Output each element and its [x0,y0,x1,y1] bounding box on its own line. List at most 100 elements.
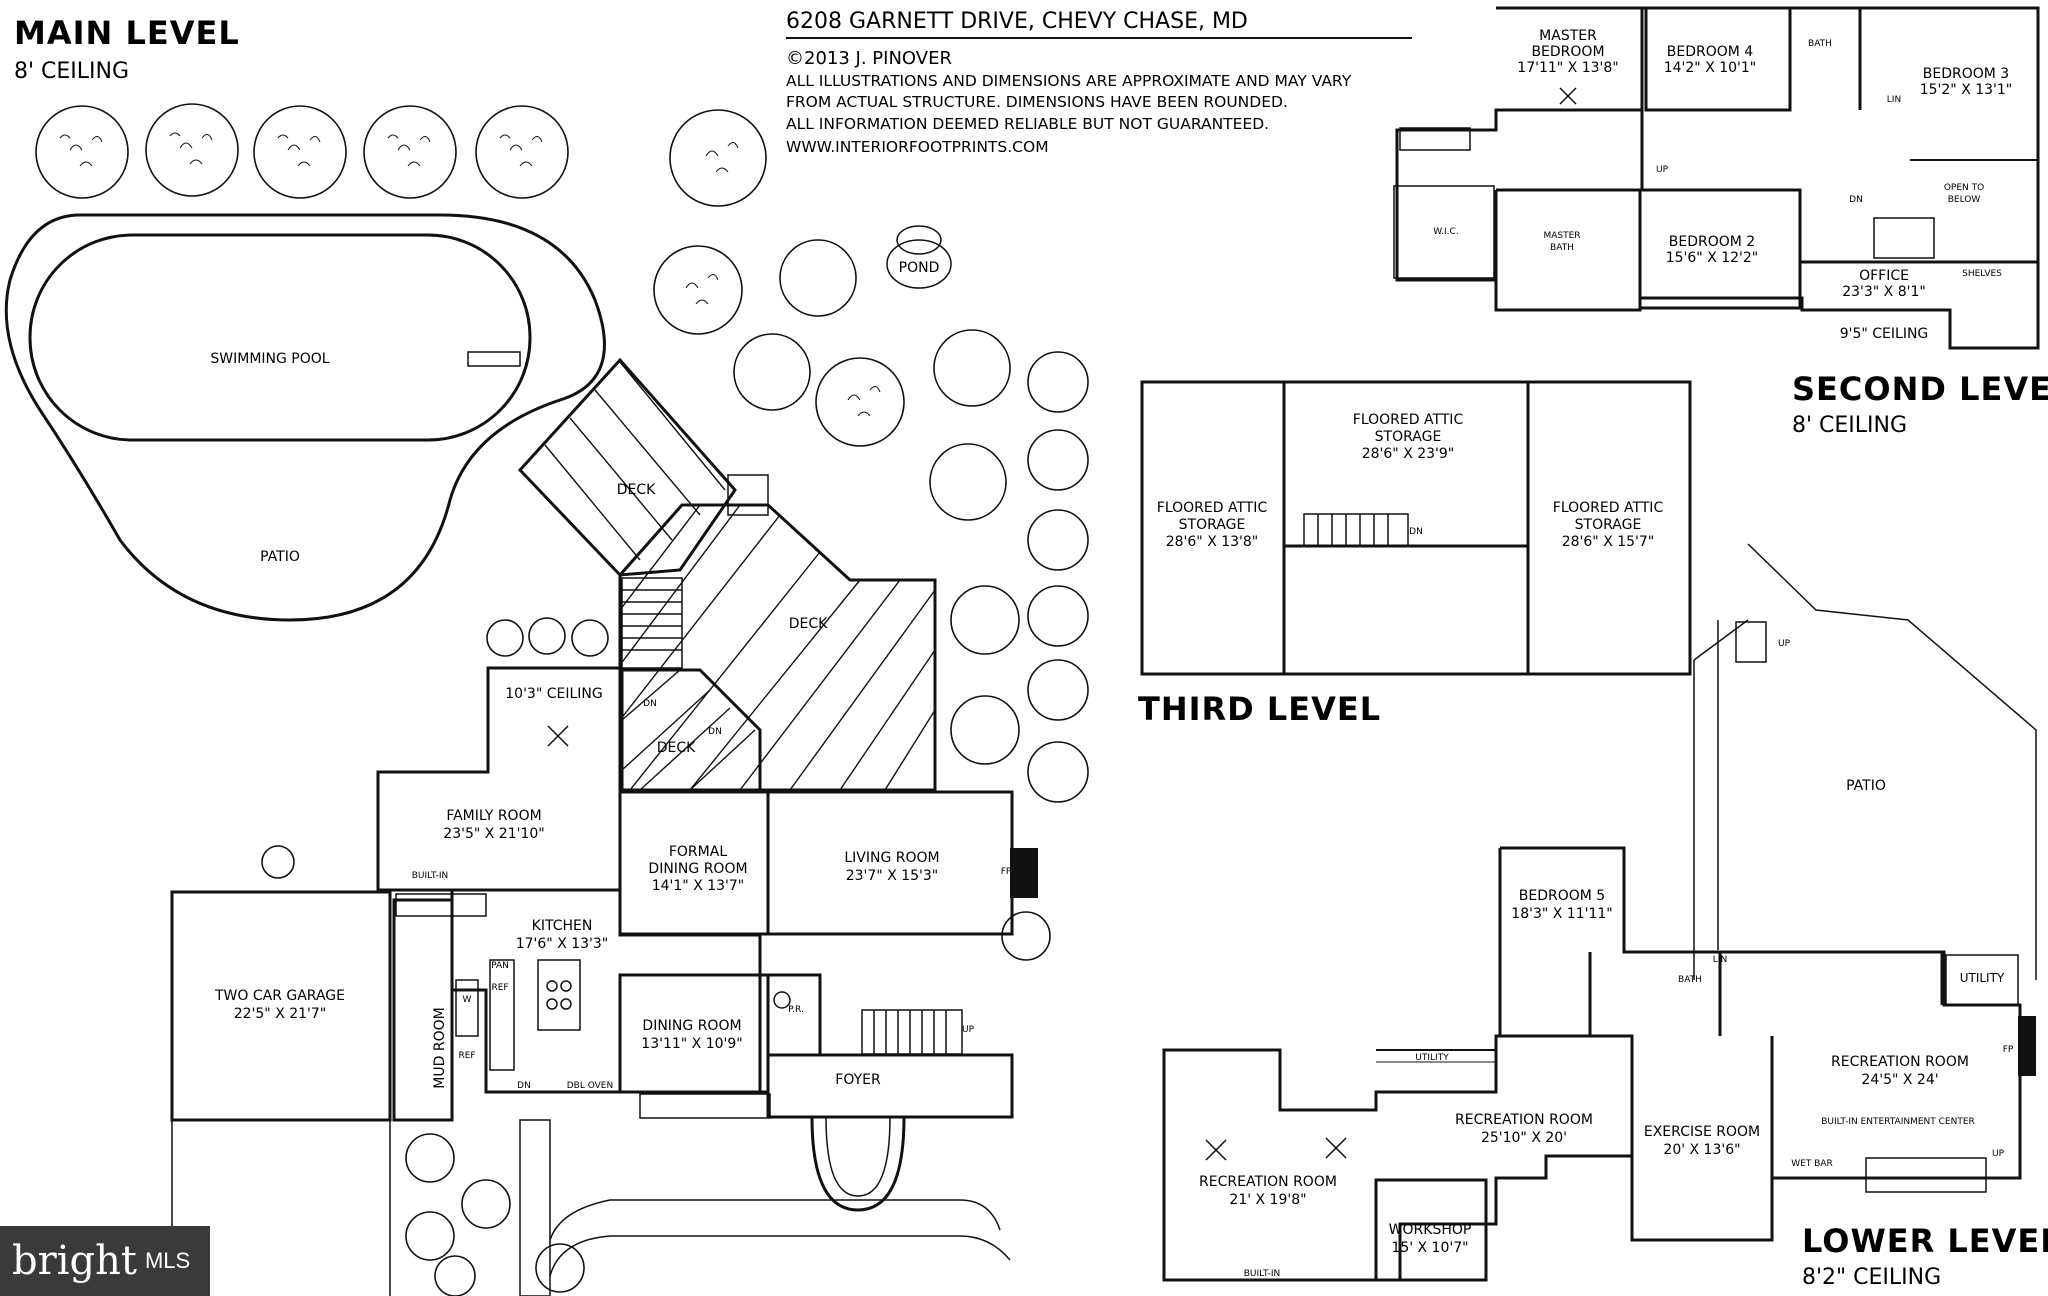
attic-center-name2: STORAGE [1375,429,1442,445]
wet-bar-label: WET BAR [1791,1159,1833,1169]
patio-outline [4,213,606,622]
master-bedroom-dims: 17'11" X 13'8" [1517,60,1618,76]
lower-built-in: BUILT-IN [1244,1269,1281,1279]
family-room-name: FAMILY ROOM [446,808,541,824]
attic-center-name1: FLOORED ATTIC [1353,412,1464,428]
lower-entertainment: BUILT-IN ENTERTAINMENT CENTER [1821,1117,1975,1127]
attic-right-name1: FLOORED ATTIC [1553,500,1664,516]
second-level: MASTER BEDROOM 17'11" X 13'8" BEDROOM 4 … [1393,6,2040,350]
washer-label: W [463,995,472,1005]
pond-label: POND [899,260,940,276]
front-walk [519,1093,1011,1296]
master-bedroom-name1: MASTER [1539,28,1597,44]
main-stair: UP [861,1009,975,1055]
workshop-dims: 15' X 10'7" [1391,1240,1468,1256]
living-room-name: LIVING ROOM [844,850,939,866]
upper-deck: DECK [517,357,769,577]
dining-room-name: DINING ROOM [642,1018,741,1034]
main-level-title: MAIN LEVEL [14,14,240,52]
formal-dining-name1: FORMAL [669,844,727,860]
rec-center-dims: 25'10" X 20' [1481,1130,1567,1146]
pool-label: SWIMMING POOL [210,351,329,367]
second-dn: DN [1849,195,1863,205]
third-level-title: THIRD LEVEL [1138,690,1381,728]
main-stair-up: UP [962,1025,975,1035]
deck-stairs: DN [621,577,683,709]
attic-right-dims: 28'6" X 15'7" [1562,534,1655,550]
kitchen-name: KITCHEN [532,918,593,934]
workshop-name: WORKSHOP [1389,1222,1472,1238]
lower-deck-dn: DN [708,727,722,737]
disclaimer-line-3: ALL INFORMATION DEEMED RELIABLE BUT NOT … [786,115,1269,133]
exercise-dims: 20' X 13'6" [1663,1142,1740,1158]
family-room-dims: 23'5" X 21'10" [443,826,544,842]
powder-room-label: P.R. [788,1005,804,1015]
exercise-name: EXERCISE ROOM [1644,1124,1760,1140]
formal-dining-name2: DINING ROOM [648,861,747,877]
tree-row [35,103,1089,1296]
master-bedroom-name2: BEDROOM [1531,44,1604,60]
attic-center-dims: 28'6" X 23'9" [1362,446,1455,462]
living-room: FP LIVING ROOM 23'7" X 15'3" [766,790,1038,936]
open-below-line2: BELOW [1948,195,1981,205]
kitchen-island [537,959,581,1031]
second-level-ceiling: 8' CEILING [1792,413,1907,438]
lower-bath-label: BATH [1678,975,1702,985]
attic-left-dims: 28'6" X 13'8" [1166,534,1259,550]
bedroom5-dims: 18'3" X 11'11" [1511,906,1612,922]
mls-watermark: bright MLS [0,1226,210,1296]
foyer-label: FOYER [835,1072,881,1088]
disclaimer-line-2: FROM ACTUAL STRUCTURE. DIMENSIONS HAVE B… [786,93,1288,111]
pool-step [467,351,521,367]
garage-name: TWO CAR GARAGE [214,988,345,1004]
bedroom4-name: BEDROOM 4 [1667,44,1754,60]
mud-room-label: MUD ROOM [432,1007,448,1088]
lower-level-title: LOWER LEVEL [1802,1222,2048,1260]
mudroom-ref-label: REF [458,1051,475,1061]
attic-right-name2: STORAGE [1575,517,1642,533]
main-deck: DECK [618,503,937,792]
main-level-ceiling: 8' CEILING [14,59,129,84]
kitchen-dn: DN [517,1081,531,1091]
dbl-oven-label: DBL OVEN [567,1081,613,1091]
bedroom3-dims: 15'2" X 13'1" [1920,82,2013,98]
lower-fp: FP [2003,1045,2014,1055]
powder-room: P.R. [766,973,822,1057]
second-level-title: SECOND LEVEL [1792,370,2048,408]
lower-lin-label: LIN [1713,955,1727,965]
second-lin-label: LIN [1887,95,1901,105]
shelves-label: SHELVES [1962,269,2002,279]
watermark-brand: bright [12,1238,137,1284]
office-dims: 23'3" X 8'1" [1842,284,1926,300]
bedroom3-name: BEDROOM 3 [1923,66,2009,82]
deck-label-upper: DECK [617,482,656,498]
living-fp: FP [1001,867,1012,877]
bedroom2-dims: 15'6" X 12'2" [1666,250,1759,266]
disclaimer-line-1: ALL ILLUSTRATIONS AND DIMENSIONS ARE APP… [786,72,1352,90]
second-up: UP [1656,165,1669,175]
office-name: OFFICE [1859,268,1909,284]
pantry-label: PAN [491,961,509,971]
mud-room: MUD ROOM W REF [392,898,479,1122]
tree-texture [59,132,881,417]
office-ceiling: 9'5" CEILING [1840,326,1929,342]
dining-room: DINING ROOM 13'11" X 10'9" [618,973,770,1094]
second-bath-label: BATH [1808,39,1832,49]
third-level: DN FLOORED ATTIC STORAGE 28'6" X 13'8" F… [1140,380,1692,676]
lower-utility-right: UTILITY [1960,971,2005,985]
kitchen-ref-label: REF [491,983,508,993]
rec-right-dims: 24'5" X 24' [1861,1072,1938,1088]
kitchen-dims: 17'6" X 13'3" [516,936,609,952]
deck-label-main: DECK [789,616,828,632]
lower-level: UP PATIO BEDROOM 5 18'3" X 11'11" BATH L… [1162,543,2037,1282]
swimming-pool [28,233,532,442]
bedroom4-dims: 14'2" X 10'1" [1664,60,1757,76]
lower-patio-up: UP [1778,639,1791,649]
deck-label-lower: DECK [657,740,696,756]
lower-patio-label: PATIO [1846,778,1886,794]
master-bath-name2: BATH [1550,243,1574,253]
rec-left-dims: 21' X 19'8" [1229,1192,1306,1208]
rec-right-name: RECREATION ROOM [1831,1054,1969,1070]
master-bath-name1: MASTER [1543,231,1580,241]
